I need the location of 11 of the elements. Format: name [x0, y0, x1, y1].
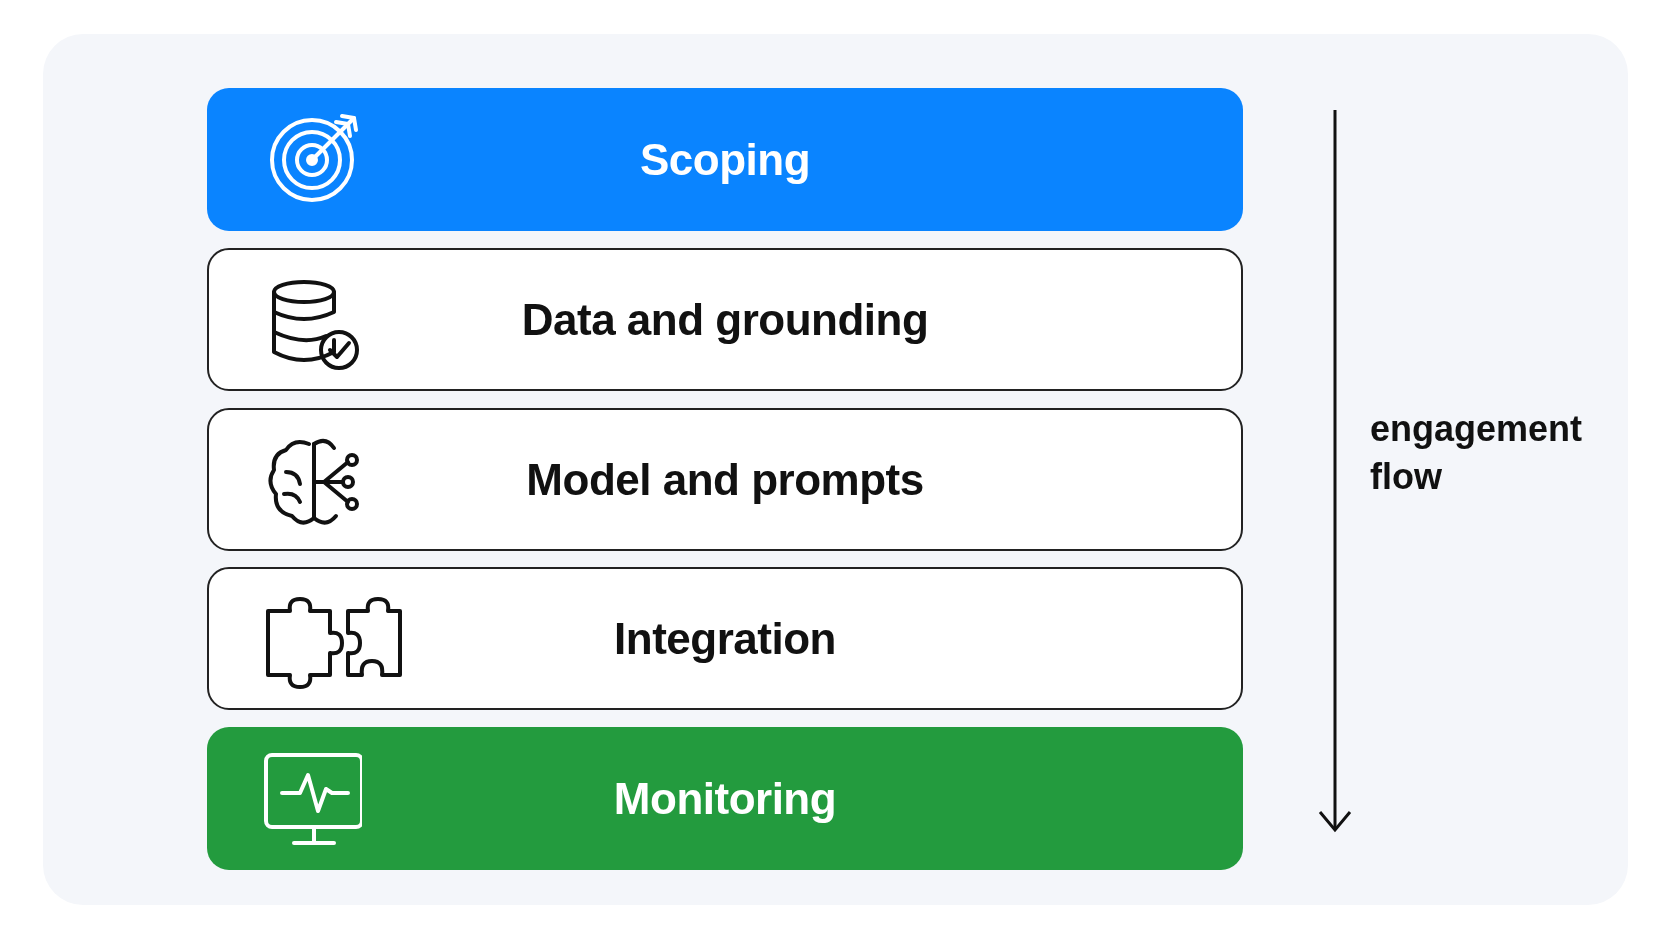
- stage-box: [207, 567, 1243, 710]
- stage-title: Integration: [614, 613, 836, 664]
- stage-title: Monitoring: [613, 773, 837, 824]
- stage-title: Scoping: [639, 134, 811, 185]
- stage-title: Data and grounding: [521, 294, 929, 345]
- stage-box: [207, 248, 1243, 391]
- stage-box: [207, 408, 1243, 551]
- flow-label: engagement flow: [1370, 407, 1584, 499]
- stage-box: [207, 727, 1243, 870]
- stage-box: [207, 88, 1243, 231]
- stage-title: Model and prompts: [526, 454, 924, 505]
